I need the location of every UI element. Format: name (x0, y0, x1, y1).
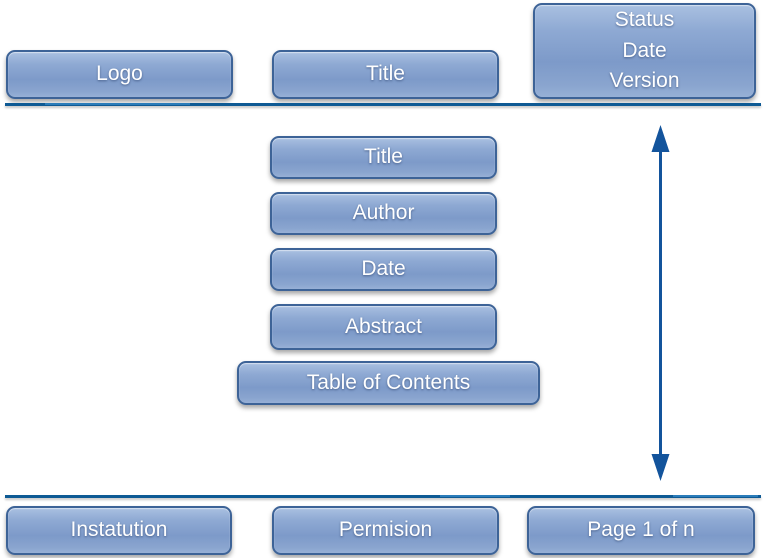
abstract-box: Abstract (270, 304, 497, 350)
logo-box: Logo (6, 50, 233, 99)
body-title-label: Title (364, 145, 403, 169)
date-label: Date (361, 257, 406, 281)
date-box: Date (270, 248, 497, 291)
institution-label: Instatution (70, 518, 168, 542)
date-label: Date (622, 38, 667, 62)
header-title-label: Title (366, 62, 405, 86)
permission-label: Permision (338, 518, 433, 542)
author-label: Author (352, 201, 415, 225)
table-of-contents-label: Table of Contents (306, 370, 471, 394)
footer-divider-line (5, 495, 761, 498)
page-number-label: Page 1 of n (587, 518, 695, 542)
footer-divider-highlight-2 (673, 495, 758, 497)
status-date-version-box: Status Date Version (533, 3, 756, 99)
status-label: Status (614, 8, 675, 32)
abstract-label: Abstract (344, 314, 423, 338)
version-label: Version (609, 69, 680, 93)
table-of-contents-box: Table of Contents (237, 361, 540, 405)
footer-divider-highlight-1 (440, 495, 510, 497)
author-box: Author (270, 192, 497, 235)
body-title-box: Title (270, 136, 497, 179)
header-divider-line (5, 103, 761, 106)
header-title-box: Title (272, 50, 499, 99)
logo-label: Logo (96, 62, 143, 86)
header-divider-highlight (45, 103, 190, 105)
page-number-box: Page 1 of n (527, 506, 755, 555)
permission-box: Permision (272, 506, 499, 555)
institution-box: Instatution (6, 506, 232, 555)
